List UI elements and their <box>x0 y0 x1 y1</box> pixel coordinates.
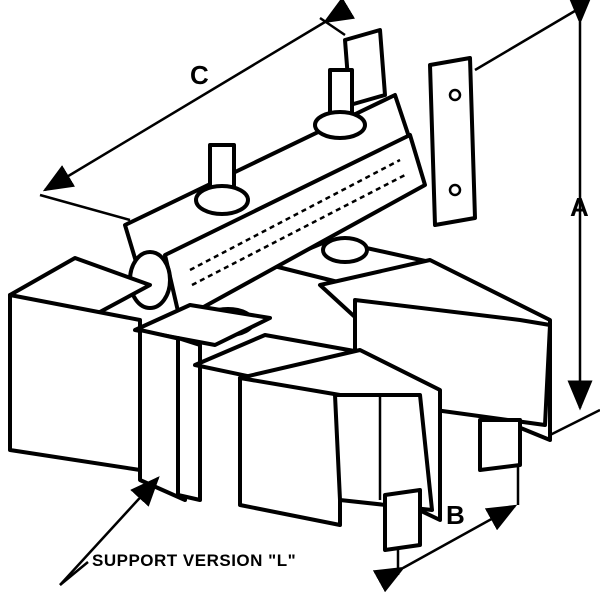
back-track-tube <box>268 238 552 472</box>
dimension-c <box>39 0 356 222</box>
mounting-bracket <box>123 93 427 322</box>
support-version-caption: SUPPORT VERSION "L" <box>92 551 297 570</box>
caption-leaders <box>59 476 160 586</box>
wall-plate <box>343 28 477 227</box>
dimension-a <box>474 0 600 437</box>
dimension-a-label: A <box>570 192 589 222</box>
left-track-tube <box>8 256 152 472</box>
dimension-b-label: B <box>446 500 465 530</box>
support-l <box>133 303 272 502</box>
front-track-tube <box>193 333 442 552</box>
dimension-c-label: C <box>190 60 209 90</box>
